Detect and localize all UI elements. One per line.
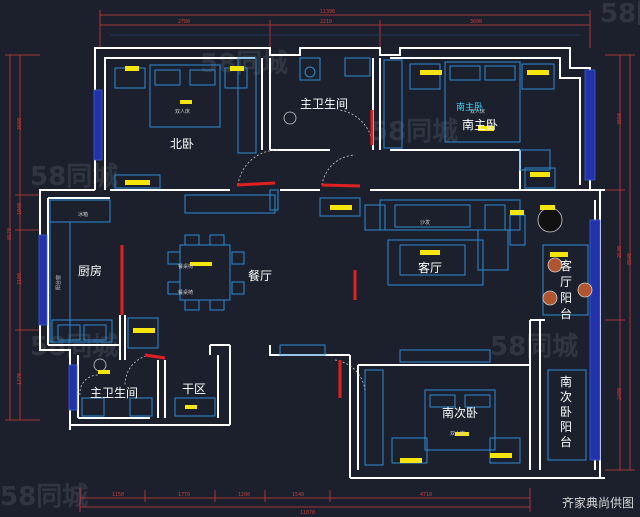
windows — [38, 69, 601, 461]
dimension-lines-left — [5, 54, 40, 421]
room-label-master-bedroom-alt: 南主卧 — [456, 101, 483, 113]
image-credit: 齐家典尚供图 — [561, 496, 634, 510]
dim-top-1: 2780 — [178, 19, 190, 25]
vertical-char: 卧 — [560, 405, 572, 419]
furniture-outlines — [49, 57, 589, 466]
watermark-text: 58同城 — [370, 117, 458, 147]
room-label-kitchen: 厨房 — [78, 263, 102, 278]
vertical-char: 台 — [560, 434, 572, 449]
room-label-living: 客厅 — [418, 260, 442, 275]
room-label-master-bath: 主卫生间 — [300, 97, 348, 111]
vertical-label-south-balcony: 南 次 卧 阳 台 — [560, 374, 572, 449]
dim-right-total: 8590 — [627, 253, 633, 265]
dim-top-2: 2210 — [320, 19, 332, 25]
chair-label: 餐桌椅 — [178, 263, 193, 270]
dim-bottom-total: 11070 — [300, 510, 315, 516]
fridge-label: 冰箱 — [78, 211, 88, 218]
vertical-char: 厅 — [560, 275, 572, 289]
window-label: 阳台窗 — [55, 275, 62, 290]
dim-bottom-5: 4710 — [420, 492, 432, 498]
room-label-dry-zone: 干区 — [182, 382, 206, 396]
vertical-label-living-balcony: 客 厅 阳 台 — [560, 258, 572, 321]
dim-left-3: 2100 — [17, 273, 23, 285]
dim-left-total: 8570 — [7, 228, 13, 240]
chair-label: 餐桌椅 — [178, 289, 193, 296]
vertical-char: 台 — [560, 306, 572, 321]
vertical-char: 阳 — [560, 291, 572, 305]
dim-bottom-3: 1200 — [238, 492, 250, 498]
bed-label: 双人床 — [470, 108, 485, 115]
dim-bottom-2: 1770 — [178, 492, 190, 498]
room-label-south-second-bedroom: 南次卧 — [442, 405, 478, 420]
dim-bottom-4: 1540 — [292, 492, 304, 498]
room-label-dining: 餐厅 — [248, 268, 272, 283]
dim-left-4: 1770 — [17, 373, 23, 385]
dim-bottom-1: 1150 — [112, 492, 124, 498]
vertical-char: 阳 — [560, 420, 572, 434]
room-label-master-bedroom: 南主卧 — [462, 117, 498, 132]
bed-label: 双人床 — [175, 108, 190, 115]
dimension-lines-right — [605, 54, 635, 471]
watermark-text: 58同城 — [600, 0, 640, 29]
watermark-text: 58同城 — [30, 162, 118, 192]
door-marks — [120, 110, 374, 398]
watermark-text: 58同城 — [30, 332, 118, 362]
bed-label: 双人床 — [450, 430, 465, 437]
sofa-label: 沙发 — [420, 219, 430, 226]
vertical-char: 客 — [560, 258, 572, 273]
watermark-text: 58同城 — [200, 49, 288, 79]
dim-left-1: 3660 — [17, 118, 23, 130]
dimension-lines-bottom — [79, 488, 531, 512]
dim-left-2: 1040 — [17, 203, 23, 215]
dim-right-1: 3660 — [617, 113, 623, 125]
dim-right-3: 2400 — [617, 388, 623, 400]
dim-top-total: 11390 — [320, 9, 335, 15]
vertical-char: 南 — [560, 374, 572, 389]
yellow-light-markers — [98, 66, 568, 463]
dim-top-3: 3600 — [470, 19, 482, 25]
door-swings — [79, 109, 373, 396]
room-label-second-bath: 主卫生间 — [90, 386, 138, 400]
dim-right-2: 2530 — [617, 246, 623, 258]
watermark-text: 58同城 — [490, 332, 578, 362]
vertical-char: 次 — [560, 390, 572, 404]
dimension-lines-top — [99, 10, 591, 48]
room-label-north-bedroom: 北卧 — [170, 137, 194, 151]
plant-icons — [93, 111, 593, 372]
watermark-text: 58同城 — [0, 482, 88, 512]
